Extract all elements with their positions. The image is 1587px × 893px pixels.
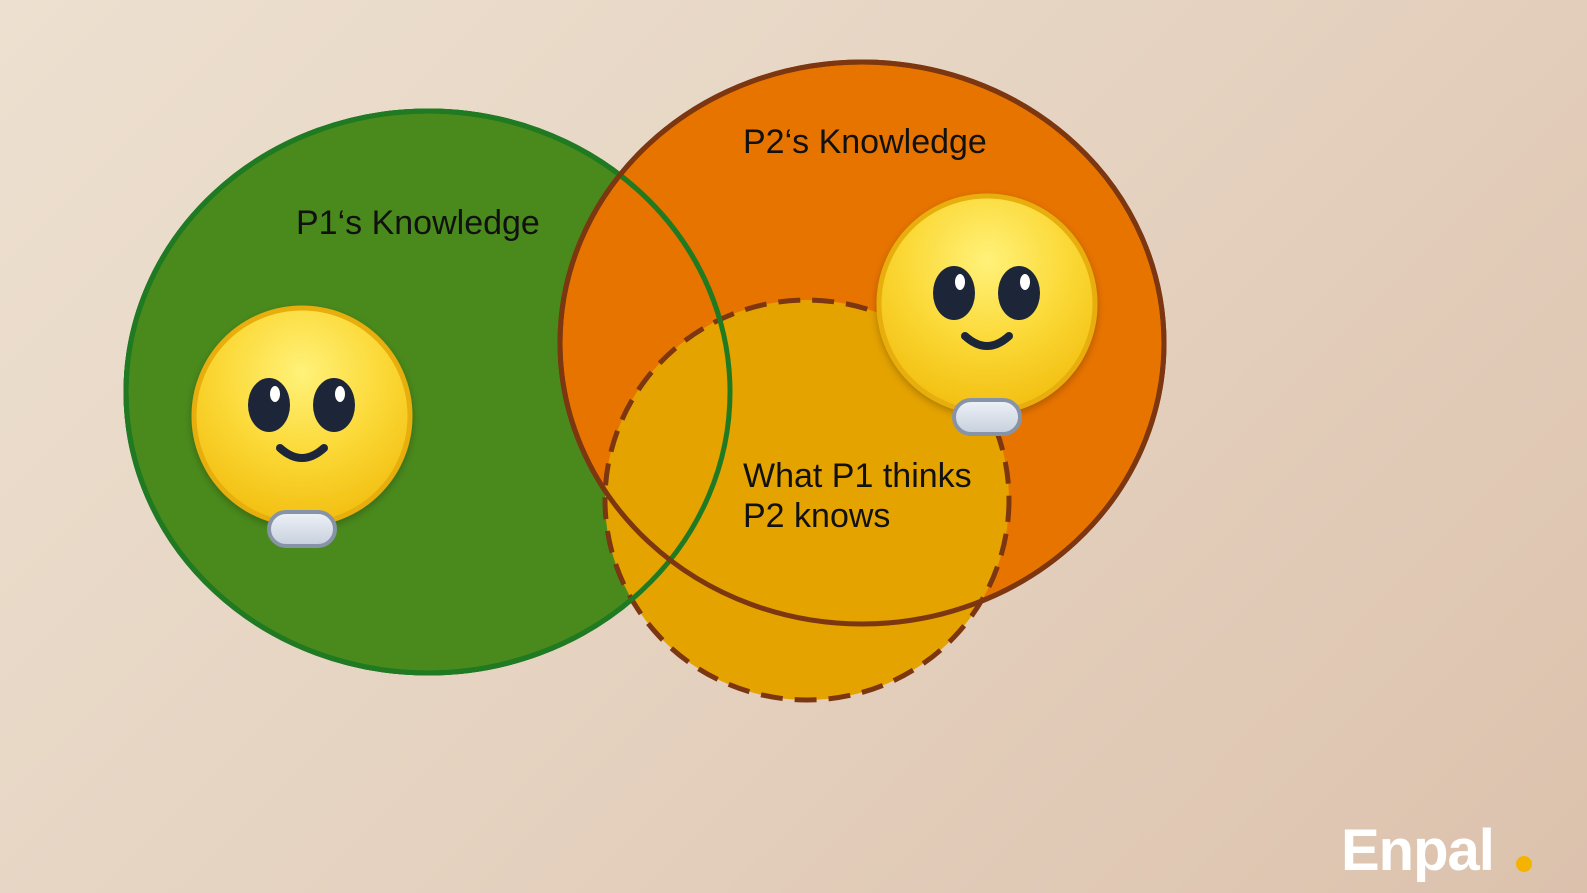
logo-dot-icon: [1516, 856, 1532, 872]
p2-knowledge-label: P2‘s Knowledge: [743, 123, 987, 161]
enpal-logo-text: Enpal: [1341, 818, 1494, 883]
p1-knowledge-label: P1‘s Knowledge: [296, 204, 540, 242]
smiling-face-icon: [876, 193, 1098, 436]
belief-label-line1: What P1 thinks: [743, 457, 972, 495]
enpal-logo: Enpal: [1341, 818, 1532, 883]
smiling-face-icon: [191, 305, 413, 548]
p2-knowledge-outline-overlay: [557, 59, 1167, 627]
p1-knowledge-outline-overlay: [123, 108, 733, 676]
belief-label-line2: P2 knows: [743, 497, 890, 535]
belief-circle: [602, 297, 1012, 703]
